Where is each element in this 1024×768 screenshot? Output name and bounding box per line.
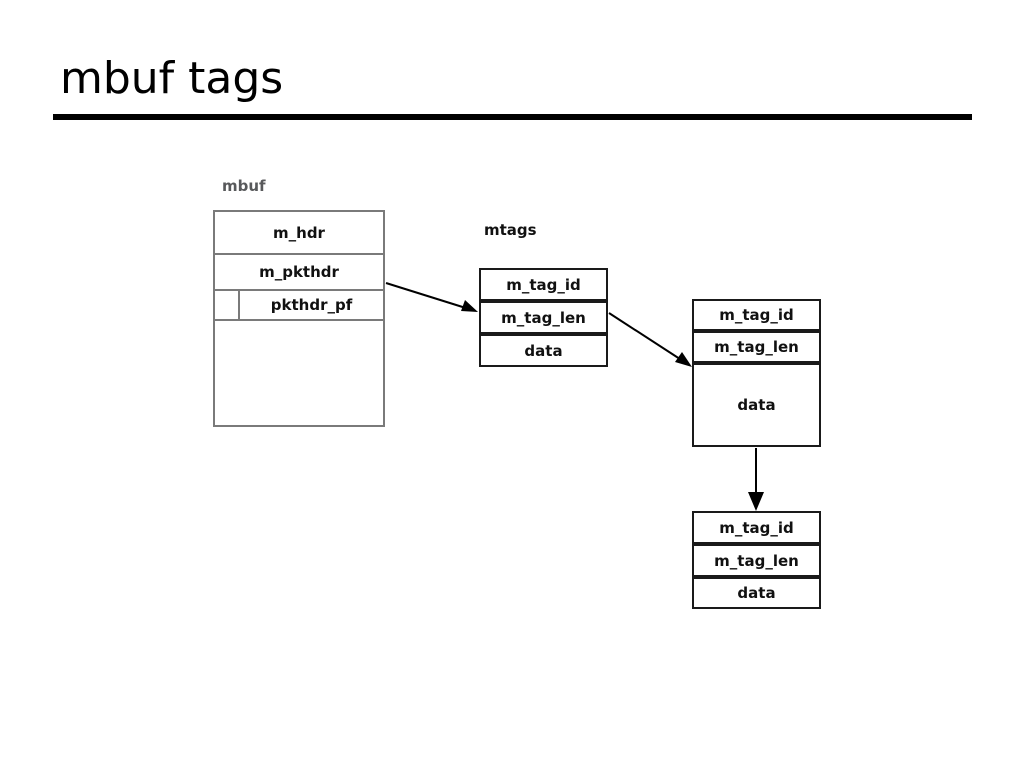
arrow-tag2-to-tag3 <box>748 448 764 511</box>
mtag-node-3-field-data: data <box>692 577 821 609</box>
arrow-mbuf-to-tag1 <box>385 282 478 312</box>
page-title: mbuf tags <box>60 53 284 104</box>
title-divider <box>53 114 972 120</box>
mtag-node-2-field-m-tag-len: m_tag_len <box>692 331 821 363</box>
mtag-node-2-field-m-tag-id: m_tag_id <box>692 299 821 331</box>
arrow-tag1-to-tag2 <box>608 312 692 367</box>
mtag-node-1-field-m-tag-len: m_tag_len <box>479 301 608 334</box>
mtags-caption: mtags <box>484 221 537 239</box>
mbuf-caption: mbuf <box>222 177 266 195</box>
mtag-node-1-field-m-tag-id: m_tag_id <box>479 268 608 301</box>
mtag-node-2-field-data: data <box>692 363 821 447</box>
mbuf-field-pkthdr-pf: pkthdr_pf <box>238 289 385 321</box>
mtag-node-3-field-m-tag-id: m_tag_id <box>692 511 821 544</box>
mbuf-field-m-pkthdr: m_pkthdr <box>213 253 385 291</box>
mtag-node-1-field-data: data <box>479 334 608 367</box>
mbuf-field-body <box>213 319 385 427</box>
mtag-node-3-field-m-tag-len: m_tag_len <box>692 544 821 577</box>
mbuf-field-m-hdr: m_hdr <box>213 210 385 255</box>
